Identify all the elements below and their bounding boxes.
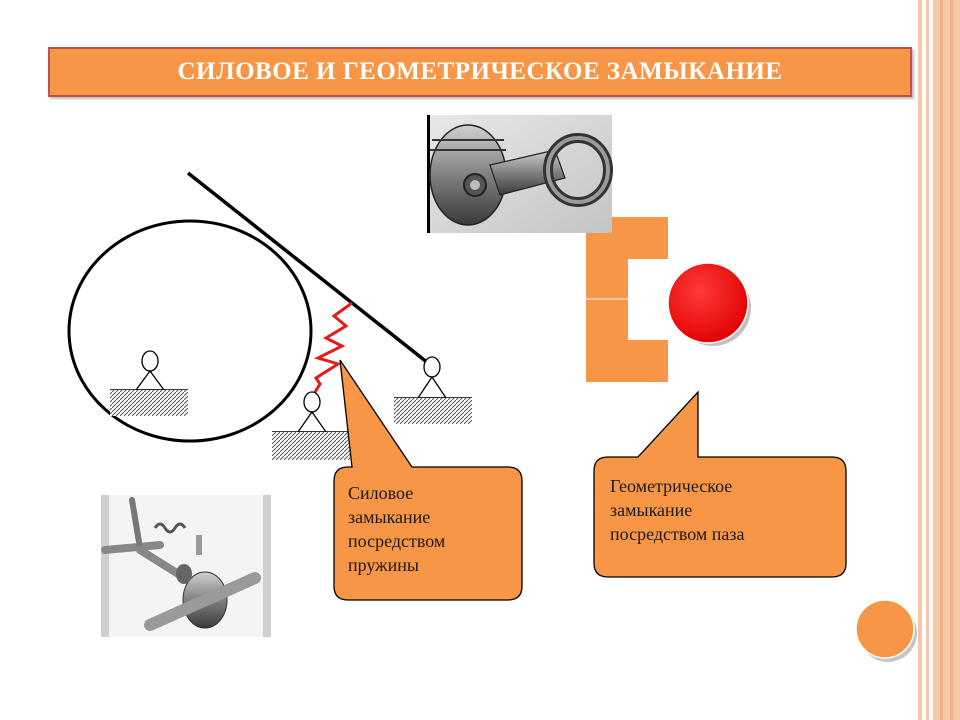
callout-force-line: посредством [348,531,446,551]
callout-geometric-line: замыкание [610,500,693,520]
right-border-stripe [940,0,943,720]
title-banner: СИЛОВОЕ И ГЕОМЕТРИЧЕСКОЕ ЗАМЫКАНИЕ [48,47,912,97]
right-border-stripe [918,0,922,720]
red-roller [667,262,749,344]
fixed-support-3 [394,356,472,424]
callout-force-line: пружины [348,555,419,575]
callout-force-line: Силовое [348,483,414,503]
lever-line [186,171,430,365]
spring [308,301,353,401]
callout-geometric-line: посредством паза [610,524,745,544]
right-border-stripe [950,0,953,720]
right-border-stripe [933,0,960,720]
callout-force-text: Силовое замыкание посредством пружины [348,481,445,577]
callout-force-line: замыкание [348,507,431,527]
cam-follower-photo [101,495,271,637]
callout-geometric-text: Геометрическое замыкание посредством паз… [610,474,744,546]
callout-force-shape [333,359,523,601]
piston-photo [427,115,613,233]
slide-title: СИЛОВОЕ И ГЕОМЕТРИЧЕСКОЕ ЗАМЫКАНИЕ [177,58,783,85]
fixed-support-2 [272,391,350,460]
orange-ball [855,599,915,659]
fixed-support-1 [110,350,188,416]
callout-geometric-shape [593,390,847,578]
right-border-stripe [926,0,929,720]
cam-circle [67,219,313,443]
callout-geometric-line: Геометрическое [610,476,733,496]
slot-bracket [586,217,668,382]
